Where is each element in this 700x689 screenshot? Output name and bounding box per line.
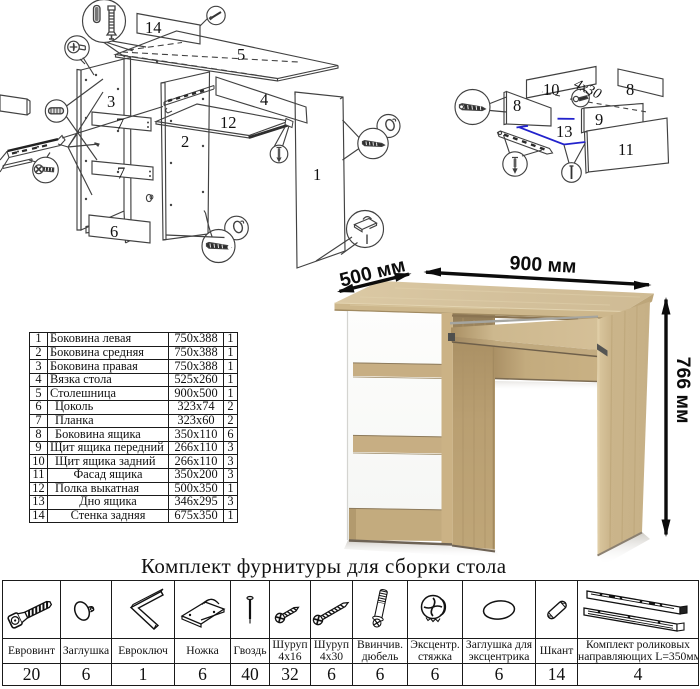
svg-text:12: 12 [220, 113, 237, 132]
svg-text:7: 7 [116, 115, 124, 134]
svg-text:9: 9 [595, 110, 603, 129]
svg-text:766 мм: 766 мм [672, 357, 694, 424]
svg-text:10: 10 [543, 80, 560, 99]
svg-text:4: 4 [260, 90, 268, 109]
svg-text:900 мм: 900 мм [509, 252, 577, 278]
svg-text:13: 13 [556, 122, 573, 141]
svg-text:8: 8 [626, 80, 634, 99]
svg-text:14: 14 [145, 18, 162, 37]
svg-text:6: 6 [110, 222, 118, 241]
svg-text:2: 2 [181, 132, 189, 151]
svg-text:1: 1 [313, 165, 321, 184]
svg-text:7: 7 [117, 164, 125, 183]
svg-text:3: 3 [107, 92, 115, 111]
svg-text:11: 11 [618, 140, 634, 159]
svg-text:8: 8 [513, 96, 521, 115]
svg-text:5: 5 [237, 45, 245, 64]
